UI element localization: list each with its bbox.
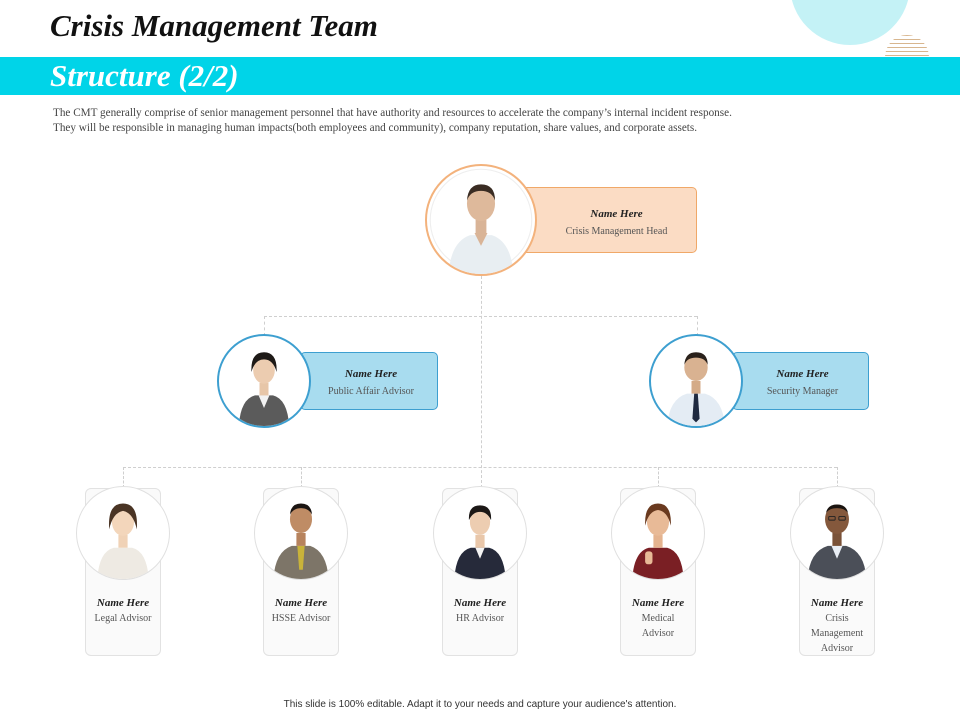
person-role: Crisis Management Head bbox=[565, 226, 668, 237]
person-name: Name Here bbox=[96, 597, 150, 609]
advisor-photo bbox=[433, 486, 527, 580]
connector-line bbox=[481, 276, 482, 488]
person-avatar-icon bbox=[257, 489, 345, 579]
level2-photo bbox=[217, 334, 311, 428]
person-role: Public Affair Advisor bbox=[328, 386, 414, 397]
person-role: Management bbox=[810, 628, 864, 639]
person-role: Advisor bbox=[820, 643, 854, 654]
subtitle-band bbox=[0, 57, 960, 95]
slide-description: The CMT generally comprise of senior man… bbox=[53, 106, 913, 136]
person-avatar-icon bbox=[79, 489, 167, 579]
advisor-text: Name Here Medical Advisor bbox=[613, 596, 703, 641]
advisor-text: Name Here Legal Advisor bbox=[78, 596, 168, 626]
advisor-photo bbox=[611, 486, 705, 580]
level2-photo bbox=[649, 334, 743, 428]
advisor-photo bbox=[254, 486, 348, 580]
connector-line bbox=[123, 467, 124, 488]
slide-title: Crisis Management Team bbox=[50, 8, 378, 43]
advisor-text: Name Here HR Advisor bbox=[435, 596, 525, 626]
connector-line bbox=[697, 316, 698, 336]
connector-line bbox=[264, 316, 697, 317]
connector-line bbox=[658, 467, 659, 488]
person-role: HSSE Advisor bbox=[271, 613, 331, 624]
head-label-box: Name Here Crisis Management Head bbox=[520, 187, 697, 253]
connector-line bbox=[301, 467, 302, 488]
decorative-circle bbox=[790, 0, 910, 45]
person-name: Name Here bbox=[453, 597, 507, 609]
advisor-text: Name Here HSSE Advisor bbox=[256, 596, 346, 626]
level2-label-box: Name Here Public Affair Advisor bbox=[300, 352, 438, 410]
advisor-text: Name Here Crisis Management Advisor bbox=[792, 596, 882, 656]
person-name: Name Here bbox=[810, 597, 864, 609]
person-avatar-icon bbox=[429, 168, 533, 274]
person-avatar-icon bbox=[221, 338, 307, 426]
advisor-photo bbox=[790, 486, 884, 580]
person-name: Name Here bbox=[274, 597, 328, 609]
connector-line bbox=[123, 467, 837, 468]
person-avatar-icon bbox=[793, 489, 881, 579]
footer-note: This slide is 100% editable. Adapt it to… bbox=[283, 699, 677, 710]
connector-line bbox=[264, 316, 265, 336]
person-role: Medical bbox=[641, 613, 675, 624]
person-role: HR Advisor bbox=[455, 613, 505, 624]
advisor-photo bbox=[76, 486, 170, 580]
description-line-2: They will be responsible in managing hum… bbox=[53, 122, 698, 134]
level2-label-box: Name Here Security Manager bbox=[732, 352, 869, 410]
person-role: Crisis bbox=[825, 613, 849, 624]
person-avatar-icon bbox=[653, 338, 739, 426]
person-role: Advisor bbox=[641, 628, 675, 639]
person-name: Name Here bbox=[590, 208, 643, 220]
person-avatar-icon bbox=[436, 489, 524, 579]
description-line-1: The CMT generally comprise of senior man… bbox=[53, 107, 732, 119]
person-name: Name Here bbox=[344, 368, 398, 380]
person-role: Legal Advisor bbox=[94, 613, 152, 624]
head-photo bbox=[425, 164, 537, 276]
person-role: Security Manager bbox=[766, 386, 839, 397]
person-name: Name Here bbox=[631, 597, 685, 609]
person-avatar-icon bbox=[614, 489, 702, 579]
slide-subtitle: Structure (2/2) bbox=[50, 58, 239, 93]
connector-line bbox=[837, 467, 838, 488]
person-name: Name Here bbox=[776, 368, 829, 380]
